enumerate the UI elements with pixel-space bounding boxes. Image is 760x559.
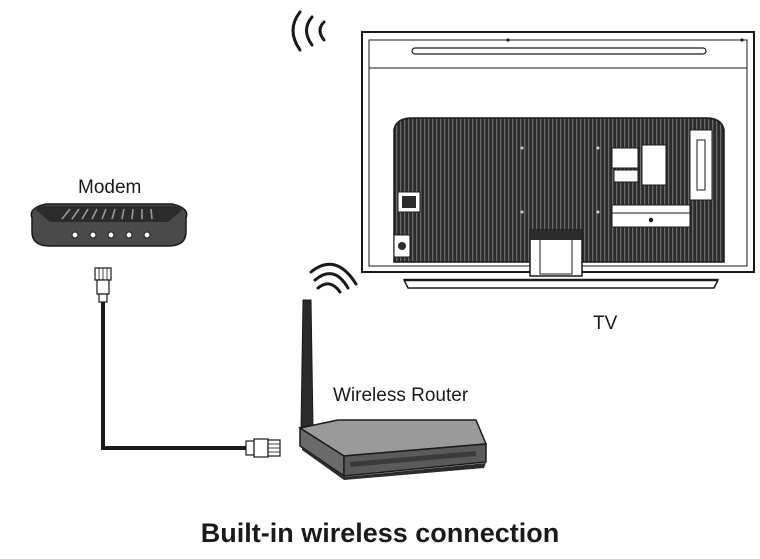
modem-led xyxy=(107,231,115,239)
router-illustration xyxy=(298,299,488,480)
router-label: Wireless Router xyxy=(333,385,469,406)
diagram-caption: Built-in wireless connection xyxy=(200,518,560,548)
modem-illustration xyxy=(30,203,188,247)
ethernet-plug-icon xyxy=(245,438,281,458)
modem-led xyxy=(143,231,151,239)
tv-illustration xyxy=(361,31,755,289)
tv-wifi-signal-icon xyxy=(291,10,326,52)
ethernet-plug-icon xyxy=(94,267,112,303)
modem-led xyxy=(89,231,97,239)
router-antenna xyxy=(300,299,314,429)
ethernet-cable xyxy=(94,267,281,458)
modem-led xyxy=(125,231,133,239)
tv-label: TV xyxy=(593,313,618,334)
modem-led xyxy=(71,231,79,239)
router-wifi-signal-icon xyxy=(309,262,358,294)
modem-label: Modem xyxy=(78,177,142,198)
